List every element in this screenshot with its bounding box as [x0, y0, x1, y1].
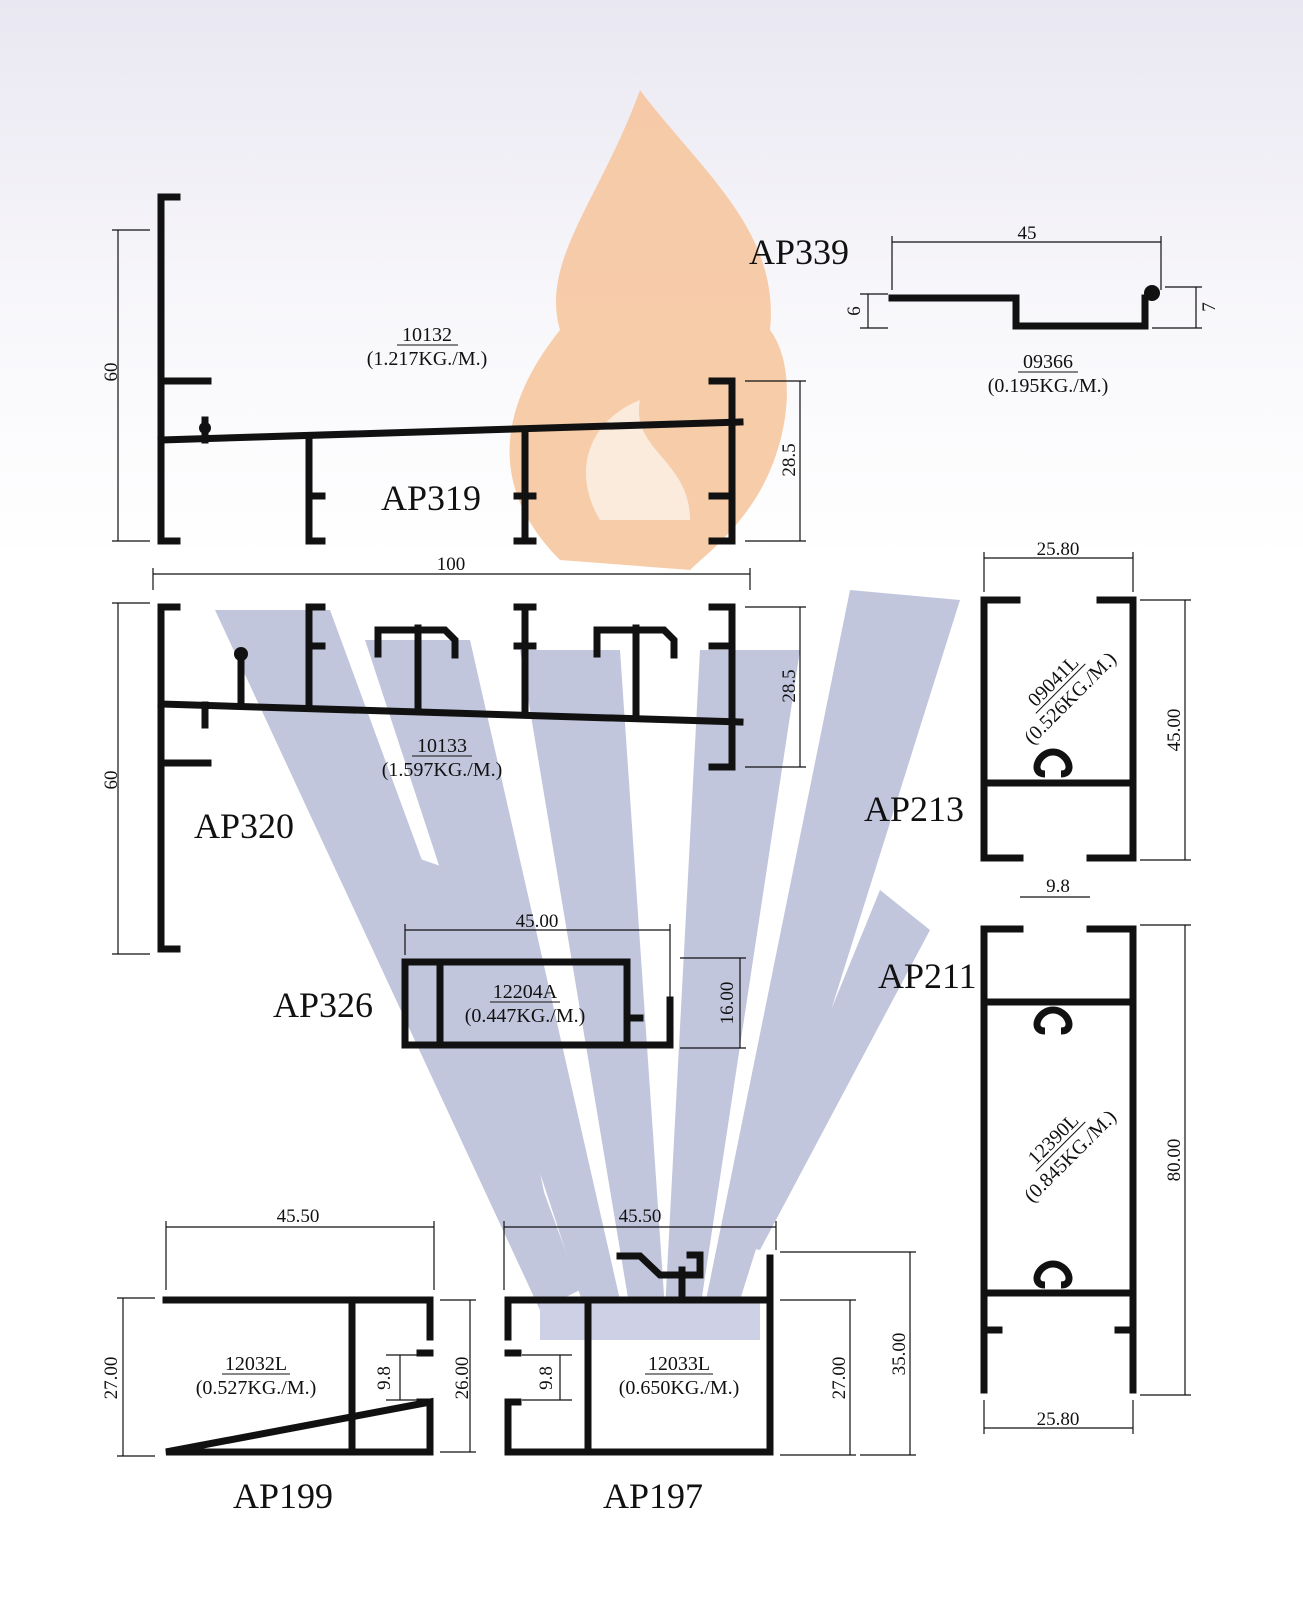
ap211-screw-port-top — [1033, 1006, 1073, 1035]
ap211-screw-port-bottom — [1033, 1260, 1073, 1289]
ap199-weight: (0.527KG./M.) — [196, 1377, 317, 1399]
ap199-part-number: 12032L — [225, 1353, 287, 1375]
ap319-section-drawing — [157, 193, 744, 545]
ap319-code: AP319 — [381, 478, 481, 518]
ap320-width-dim: 100 — [437, 554, 466, 575]
ap320-weight: (1.597KG./M.) — [382, 759, 503, 781]
ap319-weight: (1.217KG./M.) — [367, 348, 488, 370]
ap326-dimension-lines — [404, 924, 746, 1049]
ap199-code: AP199 — [233, 1476, 333, 1516]
ap199-width-dim: 45.50 — [277, 1206, 320, 1227]
ap197-weight: (0.650KG./M.) — [619, 1377, 740, 1399]
ap326-section-drawing — [401, 958, 674, 1049]
flame-icon — [509, 90, 787, 570]
ap213-gap-dim: 9.8 — [1046, 876, 1070, 897]
ap199-height-dim: 27.00 — [101, 1357, 122, 1400]
ap319-height-dim: 60 — [101, 363, 122, 382]
ap197-right-height-dim: 35.00 — [889, 1333, 910, 1376]
ap339-right-height-dim: 7 — [1199, 302, 1220, 312]
ap199-right-height-dim: 26.00 — [452, 1357, 473, 1400]
ap211-section-drawing — [980, 925, 1137, 1394]
ap319-part-number: 10132 — [402, 324, 452, 346]
ap326-width-dim: 45.00 — [516, 911, 559, 932]
ap339-width-dim: 45 — [1018, 223, 1037, 244]
profile-ap320: 100 60 28.5 10133 (1.597KG./M.) AP320 — [101, 422, 806, 955]
profile-ap326: 45.00 16.00 12204A (0.447KG./M.) AP326 — [273, 911, 746, 1049]
ap197-part-number: 12033L — [648, 1353, 710, 1375]
ap213-dimension-lines — [983, 552, 1191, 898]
profile-ap339: 45 6 7 09366 (0.195KG./M.) AP339 — [749, 223, 1220, 397]
ap320-section-drawing — [157, 603, 744, 953]
ap197-gap-dim: 9.8 — [536, 1366, 557, 1390]
ap320-dimension-lines — [112, 568, 806, 955]
ap326-height-dim: 16.00 — [717, 982, 738, 1025]
ap199-dimension-lines — [117, 1221, 476, 1457]
ap326-weight: (0.447KG./M.) — [465, 1005, 586, 1027]
ap211-code: AP211 — [878, 956, 977, 996]
ap319-dimension-lines — [112, 229, 806, 542]
ap197-dimension-lines — [503, 1221, 916, 1456]
ap213-height-dim: 45.00 — [1164, 709, 1185, 752]
ap213-code: AP213 — [864, 789, 964, 829]
ap339-code: AP339 — [749, 232, 849, 272]
ap320-code: AP320 — [194, 806, 294, 846]
profile-ap199: 45.50 27.00 26.00 9.8 12032L (0.527KG./M… — [101, 1206, 476, 1516]
ap320-right-height-dim: 28.5 — [779, 669, 800, 702]
ap197-code: AP197 — [603, 1476, 703, 1516]
ap197-width-dim: 45.50 — [619, 1206, 662, 1227]
ap211-width-dim: 25.80 — [1037, 1409, 1080, 1430]
blue-rays-icon — [215, 590, 960, 1310]
ap213-screw-port — [1033, 748, 1073, 778]
ap326-part-number: 12204A — [493, 981, 558, 1003]
ap339-part-number: 09366 — [1023, 351, 1073, 373]
ap211-dimension-lines — [983, 924, 1191, 1434]
ap320-part-number: 10133 — [417, 735, 467, 757]
flame-and-rays-logo — [215, 90, 960, 1340]
ap339-weight: (0.195KG./M.) — [988, 375, 1109, 397]
ap197-height-dim: 27.00 — [829, 1357, 850, 1400]
ap339-left-height-dim: 6 — [844, 306, 865, 316]
ap197-section-drawing — [504, 1251, 774, 1456]
profile-ap319: 60 28.5 10132 (1.217KG./M.) AP319 — [101, 193, 806, 545]
ap213-width-dim: 25.80 — [1037, 539, 1080, 560]
ap339-dimension-lines — [860, 236, 1202, 329]
ap199-section-drawing — [162, 1296, 434, 1456]
profile-ap197: 45.50 27.00 35.00 9.8 12033L (0.650KG./M… — [503, 1206, 916, 1516]
ap213-section-drawing — [980, 596, 1137, 862]
ap211-height-dim: 80.00 — [1164, 1139, 1185, 1182]
ap339-section-drawing — [888, 294, 1149, 330]
ap319-right-height-dim: 28.5 — [779, 443, 800, 476]
ap320-height-dim: 60 — [101, 771, 122, 790]
ap199-gap-dim: 9.8 — [374, 1366, 395, 1390]
ap326-code: AP326 — [273, 985, 373, 1025]
